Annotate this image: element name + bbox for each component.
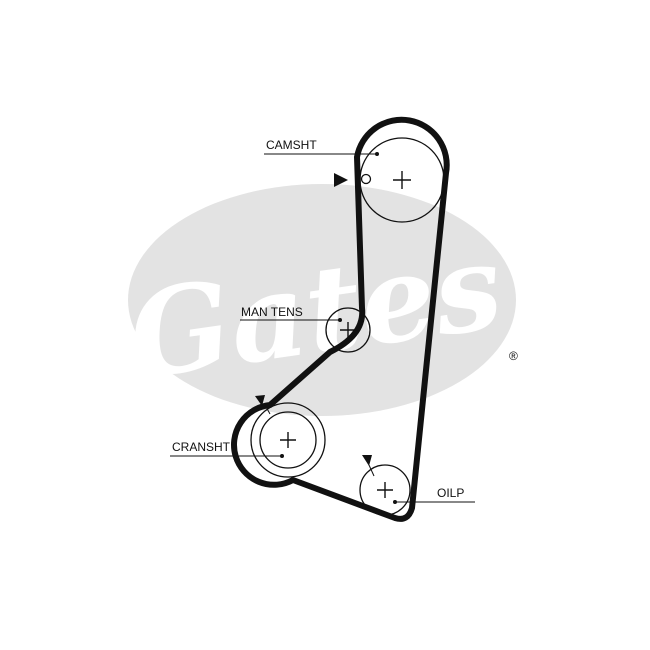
- gates-logo: Gates ®: [121, 184, 518, 416]
- camshaft-leader-dot: [375, 152, 379, 156]
- timing-belt: [231, 116, 450, 522]
- crankshaft-arrow-stem: [264, 404, 271, 415]
- tensioner-pulley: [325, 307, 371, 353]
- oil-pump-timing-arrow-icon: [362, 455, 372, 466]
- crankshaft-leader-dot: [280, 454, 284, 458]
- crankshaft-timing-arrow-icon: [255, 395, 265, 406]
- crankshaft-pulley-outer: [250, 402, 326, 478]
- oil-pump-center-icon: [377, 482, 393, 498]
- oil-pump-leader-dot: [393, 500, 397, 504]
- camshaft-timing-arrow-icon: [334, 173, 348, 187]
- registered-mark: ®: [509, 349, 518, 363]
- tensioner-center-icon: [340, 322, 356, 338]
- logo-oval: [128, 184, 516, 416]
- oil-pump-arrow-stem: [368, 464, 375, 477]
- camshaft-label: CAMSHT: [266, 138, 317, 152]
- crankshaft-pulley-inner: [259, 411, 317, 469]
- tensioner-label: MAN TENS: [241, 305, 303, 319]
- oil-pump-label: OILP: [437, 486, 464, 500]
- camshaft-timing-mark-circle: [360, 173, 372, 185]
- crankshaft-label: CRANSHT: [172, 440, 231, 454]
- crankshaft-center-icon: [280, 432, 296, 448]
- camshaft-center-icon: [393, 171, 411, 189]
- tensioner-leader-dot: [338, 318, 342, 322]
